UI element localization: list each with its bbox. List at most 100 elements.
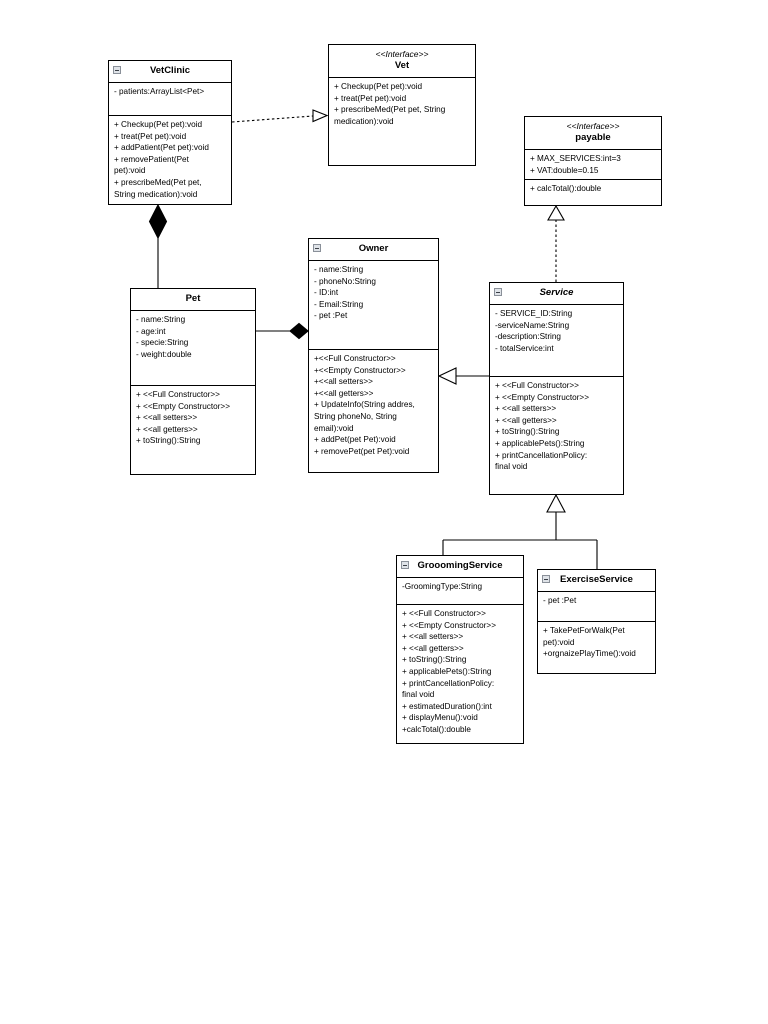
connector-service-generalizes-owner — [437, 367, 489, 385]
uml-method: + <<all setters>> — [495, 404, 557, 414]
uml-attributes-compartment: -GroomingType:String — [397, 578, 523, 605]
uml-class-body: GrooomingService -GroomingType:String + <<… — [397, 556, 523, 743]
uml-method: + printCancellationPolicy: — [495, 450, 588, 460]
uml-method: + printCancellationPolicy: — [402, 678, 495, 688]
uml-class-header: Owner — [309, 239, 438, 261]
uml-class-body: ExerciseService - pet :Pet + TakePetForWal… — [538, 570, 655, 673]
uml-class-stereotype: <<Interface>> — [566, 121, 620, 131]
uml-method: + <<Empty Constructor>> — [402, 620, 496, 630]
uml-method: + <<all getters>> — [136, 424, 198, 434]
uml-attribute: - weight:double — [136, 349, 192, 359]
uml-method: + toString():String — [495, 427, 560, 437]
uml-attribute: - age:int — [136, 326, 166, 336]
uml-method: + applicablePets():String — [402, 666, 492, 676]
uml-method: final void — [402, 690, 435, 700]
collapse-minus-icon[interactable] — [494, 288, 502, 296]
uml-class-title: VetClinic — [149, 65, 191, 76]
uml-class-title: Vet — [394, 60, 410, 71]
uml-class-header: Pet — [131, 289, 255, 311]
uml-method: pet):void — [114, 166, 146, 176]
uml-class-title: payable — [575, 132, 611, 143]
uml-method: + <<all setters>> — [402, 632, 464, 642]
uml-methods-compartment: +<<Full Constructor>> +<<Empty Constructo… — [309, 350, 438, 472]
collapse-minus-icon[interactable] — [113, 66, 121, 74]
uml-class-header: <<Interface>>Vet — [329, 45, 475, 78]
uml-method: + removePatient(Pet — [114, 154, 189, 164]
uml-method: + prescribeMed(Pet pet, String — [334, 105, 446, 115]
uml-class-title: ExerciseService — [560, 574, 633, 585]
uml-method: + toString():String — [136, 436, 201, 446]
uml-method: + <<Full Constructor>> — [495, 381, 579, 390]
uml-method: + <<all setters>> — [136, 413, 198, 423]
uml-method: + estimatedDuration():int — [402, 701, 492, 711]
uml-class-header: VetClinic — [109, 61, 231, 83]
uml-class-vetclinic[interactable]: VetClinic - patients:ArrayList<Pet> + Chec… — [108, 60, 232, 205]
uml-attribute: + VAT:double=0.15 — [530, 165, 599, 175]
uml-method: String phoneNo, String — [314, 411, 397, 421]
connector-vetclinic-composes-pet — [148, 203, 168, 288]
uml-class-header: ExerciseService — [538, 570, 655, 592]
uml-attributes-compartment: - pet :Pet — [538, 592, 655, 622]
uml-class-body: <<Interface>>payable + MAX_SERVICES:int=3… — [525, 117, 661, 205]
uml-attributes-compartment: - name:String- phoneNo:String- ID:int- E… — [309, 261, 438, 350]
uml-methods-compartment: + Checkup(Pet pet):void+ treat(Pet pet):… — [109, 116, 231, 204]
uml-class-pet[interactable]: Pet - name:String - age:int - specie:String… — [130, 288, 256, 475]
uml-method: + <<all getters>> — [402, 643, 464, 653]
uml-class-groomingservice[interactable]: GrooomingService -GroomingType:String + <<… — [396, 555, 524, 744]
collapse-minus-icon[interactable] — [313, 244, 321, 252]
uml-class-title: GrooomingService — [417, 560, 503, 571]
collapse-minus-icon[interactable] — [542, 575, 550, 583]
uml-method: + <<Empty Constructor>> — [495, 392, 589, 402]
connector-vetclinic-realizes-vet — [231, 109, 329, 123]
uml-class-title: Owner — [358, 243, 389, 254]
uml-method: +<<all setters>> — [314, 377, 373, 387]
uml-class-payable[interactable]: <<Interface>>payable + MAX_SERVICES:int=3… — [524, 116, 662, 206]
uml-attributes-compartment: - SERVICE_ID:String-serviceName:String-d… — [490, 305, 623, 377]
uml-attributes-compartment: - name:String - age:int - specie:String- w… — [131, 311, 255, 386]
uml-attribute: -GroomingType:String — [402, 582, 483, 591]
uml-method: pet):void — [543, 637, 575, 647]
uml-method: + <<all getters>> — [495, 415, 557, 425]
uml-attributes-compartment: + MAX_SERVICES:int=3 + VAT:double=0.15 — [525, 150, 661, 180]
uml-attribute: -serviceName:String — [495, 320, 570, 330]
uml-attribute: - name:String — [314, 265, 364, 274]
uml-attribute: + MAX_SERVICES:int=3 — [530, 154, 621, 163]
uml-methods-compartment: + <<Full Constructor>> + <<Empty Construc… — [490, 377, 623, 494]
uml-class-title: Service — [539, 287, 574, 298]
uml-class-vet[interactable]: <<Interface>>Vet+ Checkup(Pet pet):void+… — [328, 44, 476, 166]
uml-method: + treat(Pet pet):void — [114, 131, 187, 141]
uml-method: + TakePetForWalk(Pet — [543, 626, 625, 635]
uml-method: + toString():String — [402, 655, 467, 665]
uml-methods-compartment: + <<Full Constructor>>+ <<Empty Construc… — [131, 386, 255, 474]
uml-method: final void — [495, 462, 528, 472]
uml-class-body: Owner - name:String- phoneNo:String- ID:i… — [309, 239, 438, 472]
uml-class-owner[interactable]: Owner - name:String- phoneNo:String- ID:i… — [308, 238, 439, 473]
uml-method: String medication):void — [114, 189, 198, 199]
uml-attribute: - SERVICE_ID:String — [495, 309, 573, 318]
uml-class-body: <<Interface>>Vet+ Checkup(Pet pet):void+… — [329, 45, 475, 165]
uml-attribute: - pet :Pet — [543, 596, 577, 605]
uml-class-stereotype: <<Interface>> — [375, 49, 429, 59]
uml-method: +<<Empty Constructor>> — [314, 365, 406, 375]
uml-methods-compartment: + Checkup(Pet pet):void+ treat(Pet pet):… — [329, 78, 475, 165]
uml-class-header: GrooomingService — [397, 556, 523, 578]
uml-method: + displayMenu():void — [402, 713, 478, 723]
uml-class-body: Pet - name:String - age:int - specie:String… — [131, 289, 255, 474]
uml-class-service[interactable]: Service - SERVICE_ID:String -serviceName:S… — [489, 282, 624, 495]
uml-class-header: Service — [490, 283, 623, 305]
collapse-minus-icon[interactable] — [401, 561, 409, 569]
uml-attributes-compartment: - patients:ArrayList<Pet> — [109, 83, 231, 116]
uml-methods-compartment: + <<Full Constructor>> + <<Empty Construc… — [397, 605, 523, 743]
uml-method: email):void — [314, 423, 354, 433]
uml-attribute: - name:String — [136, 315, 186, 324]
uml-method: + <<Full Constructor>> — [402, 609, 486, 618]
uml-method: + removePet(pet Pet):void — [314, 446, 410, 456]
uml-class-exerciseservice[interactable]: ExerciseService - pet :Pet + TakePetForWal… — [537, 569, 656, 674]
uml-method: +<<Full Constructor>> — [314, 354, 396, 363]
uml-method: + addPet(pet Pet):void — [314, 435, 396, 445]
uml-attribute: - ID:int — [314, 288, 339, 298]
uml-attribute: - specie:String — [136, 338, 189, 348]
uml-attribute: - patients:ArrayList<Pet> — [114, 87, 205, 96]
